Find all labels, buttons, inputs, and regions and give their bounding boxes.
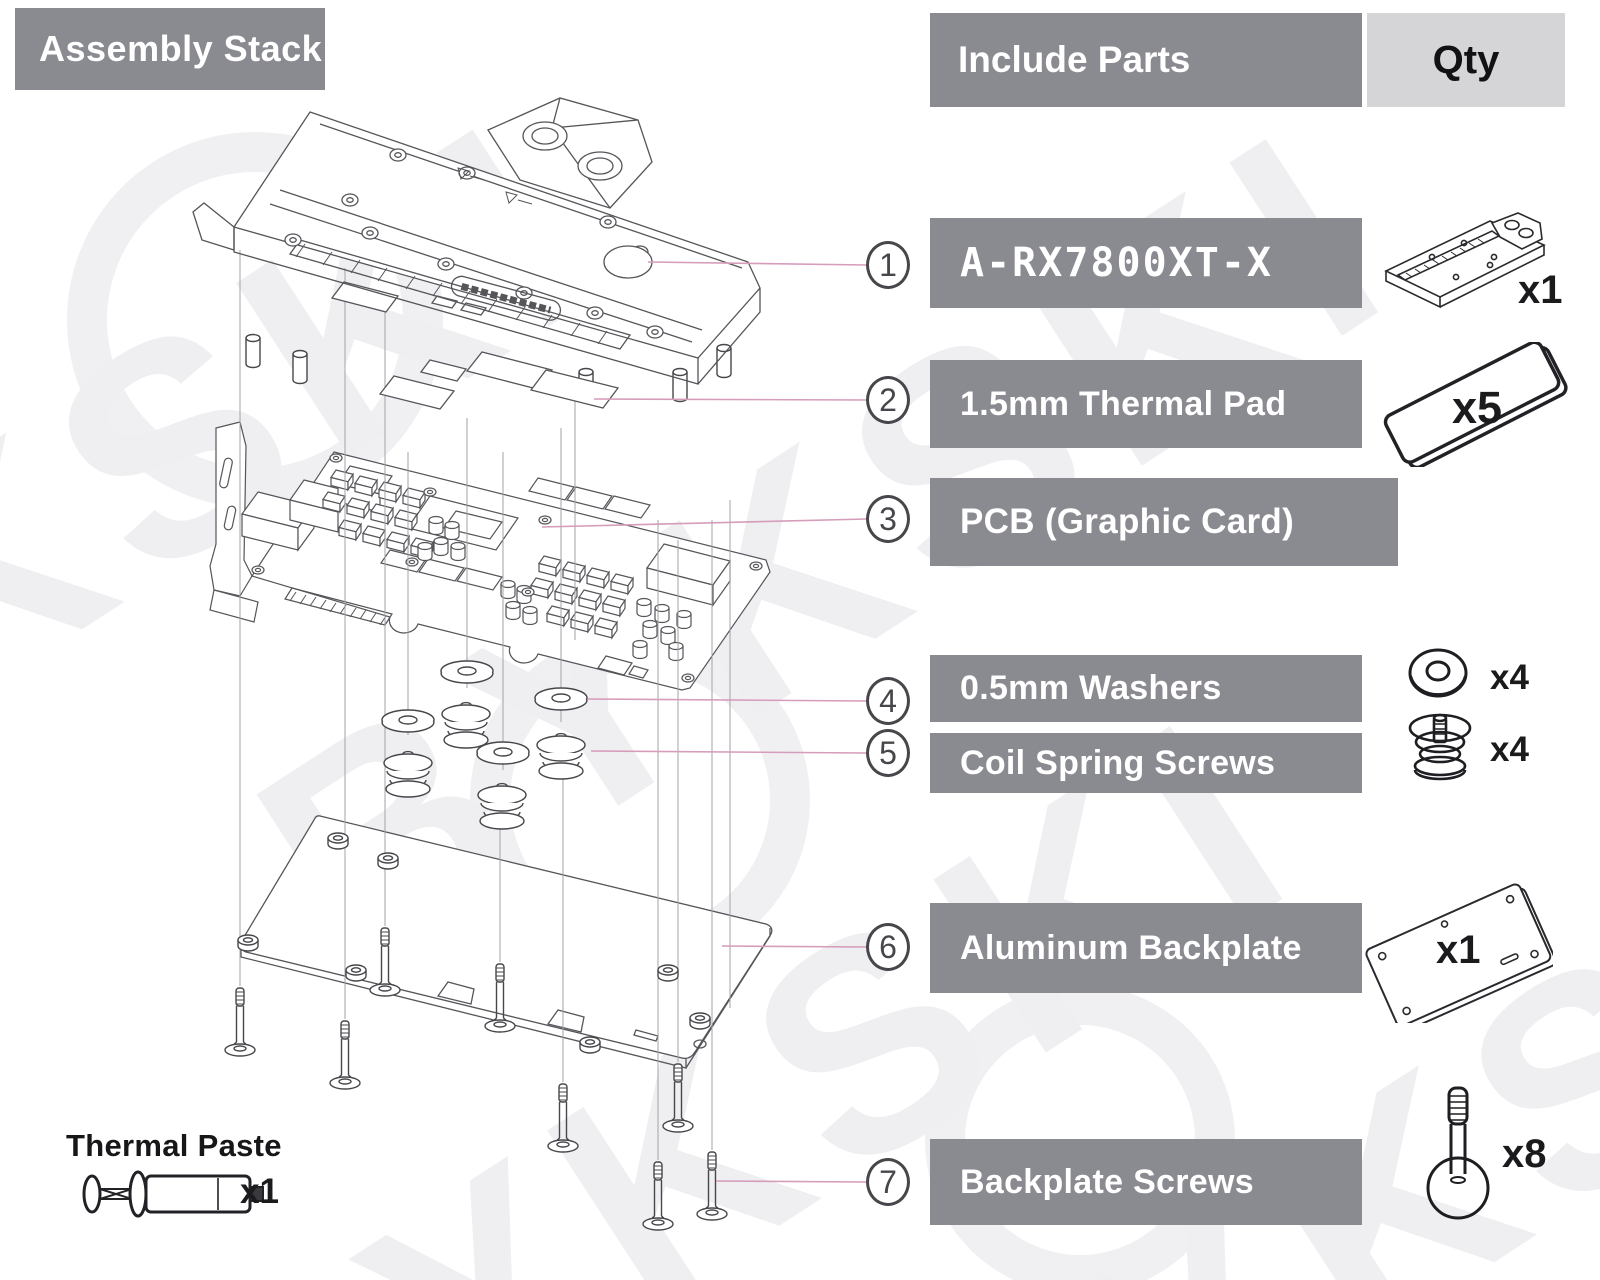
callout-6: 6	[866, 923, 910, 971]
spring-screw-icon	[1408, 713, 1472, 781]
part-row-backplate: Aluminum Backplate	[930, 903, 1362, 993]
part-row-pcb: PCB (Graphic Card)	[930, 478, 1398, 566]
callout-number: 5	[879, 734, 897, 771]
part-label: Coil Spring Screws	[960, 743, 1276, 782]
block-badge	[450, 275, 562, 321]
qty-value-washers: x4	[1490, 658, 1529, 697]
qty-header: Qty	[1367, 13, 1565, 107]
callout-number: 3	[879, 500, 897, 537]
fasteners-drawing	[224, 333, 732, 1231]
part-label: Backplate Screws	[960, 1162, 1254, 1201]
callout-3: 3	[866, 495, 910, 543]
part-row-thermal-pad: 1.5mm Thermal Pad	[930, 360, 1362, 448]
backplate-screw	[224, 987, 256, 1057]
qty-label: Qty	[1432, 37, 1500, 82]
pcb-drawing	[209, 421, 771, 691]
part-label: 0.5mm Washers	[960, 669, 1222, 707]
qty-value-backplate: x1	[1436, 928, 1481, 972]
callout-number: 1	[879, 246, 897, 283]
leader-lines	[541, 261, 867, 1183]
qty-value-backplate-screws: x8	[1502, 1132, 1547, 1176]
part-label: Aluminum Backplate	[960, 928, 1302, 967]
callout-7: 7	[866, 1158, 910, 1206]
callout-number: 4	[879, 682, 897, 719]
title-label: Assembly Stack	[39, 28, 323, 69]
coil-spring-screw	[441, 701, 491, 749]
thermal-paste-label: Thermal Paste	[66, 1128, 282, 1163]
qty-value-waterblock: x1	[1518, 268, 1563, 312]
qty-value-thermal-paste: x1	[240, 1172, 279, 1211]
thermal-paste-icon	[82, 1170, 264, 1218]
washer-icon	[1408, 648, 1468, 698]
part-label: PCB (Graphic Card)	[960, 502, 1295, 541]
include-parts-header: Include Parts	[930, 13, 1362, 107]
thermal-pad-thumb-icon	[1383, 342, 1568, 467]
part-label: 1.5mm Thermal Pad	[960, 384, 1287, 423]
part-row-waterblock: A-RX7800XT-X	[930, 218, 1362, 308]
part-row-backplate-screws: Backplate Screws	[930, 1139, 1362, 1225]
callout-number: 2	[879, 381, 897, 418]
backplate-drawing	[239, 815, 773, 1069]
callout-number: 6	[879, 928, 897, 965]
watermark-swirl	[67, 132, 443, 508]
part-row-spring-screws: Coil Spring Screws	[930, 733, 1362, 793]
include-parts-label: Include Parts	[958, 39, 1191, 80]
backplate-thumb-icon	[1365, 883, 1553, 1023]
qty-value-spring-screws: x4	[1490, 730, 1529, 769]
callout-2: 2	[866, 376, 910, 424]
callout-1: 1	[866, 241, 910, 289]
hex-nut	[327, 832, 349, 850]
screw-icon	[1426, 1086, 1490, 1220]
qty-value-thermal-pad: x5	[1452, 382, 1503, 433]
assembly-stack-title: Assembly Stack	[15, 8, 325, 90]
water-block-thumb-icon	[1384, 212, 1546, 309]
water-block-drawing	[192, 97, 761, 385]
callout-5: 5	[866, 729, 910, 777]
part-row-washers: 0.5mm Washers	[930, 655, 1362, 722]
washer	[440, 660, 494, 684]
part-label: A-RX7800XT-X	[960, 240, 1273, 286]
callout-4: 4	[866, 677, 910, 725]
callout-number: 7	[879, 1163, 897, 1200]
